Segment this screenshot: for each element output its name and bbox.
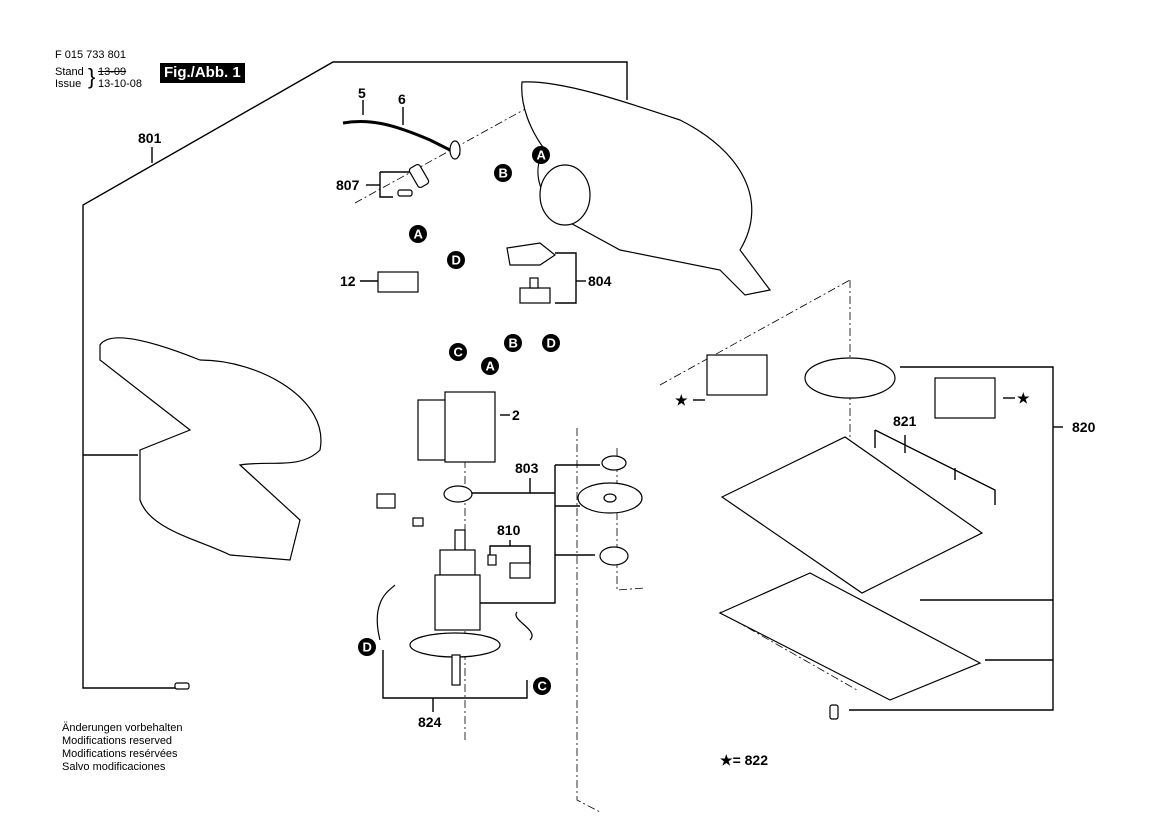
callout-804: 804 [588,273,612,289]
connector-C1: C [449,343,467,361]
connector-D2: D [542,334,560,352]
callout-824: 824 [418,714,442,730]
footer-note-de: Änderungen vorbehalten [62,722,183,734]
connector-A3: A [481,357,499,375]
star-right-icon: ★ [1017,390,1030,406]
connector-B2: B [504,334,522,352]
brace: } [88,64,96,89]
connector-A1: A [532,146,550,164]
callout-2: 2 [512,407,520,423]
issue-value: 13-10-08 [98,78,143,90]
callout-6: 6 [398,91,406,107]
svg-text:D: D [363,640,372,655]
callout-810: 810 [497,522,521,538]
connector-B1: B [494,164,512,182]
callout-807: 807 [336,177,360,193]
issue-label: Issue [55,78,82,90]
connector-D3: D [358,638,376,656]
connector-D1: D [447,251,465,269]
callout-5: 5 [358,85,366,101]
callout-12: 12 [340,273,356,289]
connector-C2: C [533,677,551,695]
footer-note-es: Salvo modificaciones [62,761,166,773]
stand-label: Stand [55,66,84,78]
legend: ★= 822 [720,752,768,769]
callout-820: 820 [1072,419,1096,435]
svg-text:A: A [414,227,424,242]
figure-label: Fig./Abb. 1 [160,63,245,83]
star-left-icon: ★ [675,392,688,408]
svg-text:B: B [509,336,518,351]
legend-text: = 822 [732,752,768,768]
svg-text:A: A [486,359,496,374]
callout-821: 821 [893,413,917,429]
svg-text:A: A [537,148,547,163]
footer-note-fr: Modifications resérvées [62,748,178,760]
svg-text:C: C [538,679,548,694]
callout-803: 803 [515,460,539,476]
svg-text:B: B [499,166,508,181]
svg-text:C: C [454,345,464,360]
footer-note-en: Modifications reserved [62,735,173,747]
leader-801 [82,61,628,689]
connector-A2: A [409,225,427,243]
callout-801: 801 [138,130,162,146]
star-icon: ★ [720,752,733,768]
stand-value: 13-09 [98,66,127,78]
svg-text:D: D [452,253,461,268]
part-number: F 015 733 801 [55,49,126,61]
svg-text:D: D [547,336,556,351]
